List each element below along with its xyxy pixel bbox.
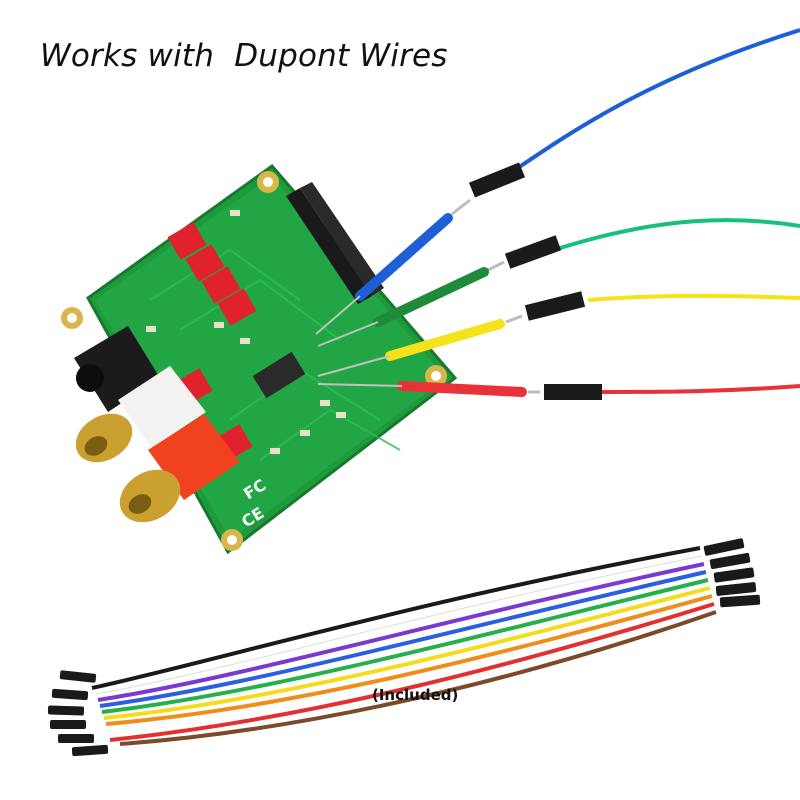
rainbow-ribbon-cable xyxy=(91,546,717,746)
dupont-wire-blue xyxy=(315,28,800,335)
mounting-holes xyxy=(61,171,447,551)
included-caption: (Included) xyxy=(372,686,459,704)
dac-hat-board: FC CE xyxy=(61,163,458,555)
dupont-wire-red xyxy=(317,381,800,400)
dac-chip xyxy=(252,351,306,399)
rca-red xyxy=(119,414,240,523)
dupont-wire-yellow xyxy=(317,291,800,377)
dupont-wire-green xyxy=(317,218,800,347)
red-capacitors xyxy=(167,222,257,462)
ribbon-connectors-right xyxy=(703,538,761,608)
rca-white xyxy=(75,366,206,463)
headline: Works with Dupont Wires xyxy=(40,38,448,74)
ribbon-connectors-left xyxy=(47,670,109,757)
gpio-header xyxy=(286,182,384,304)
